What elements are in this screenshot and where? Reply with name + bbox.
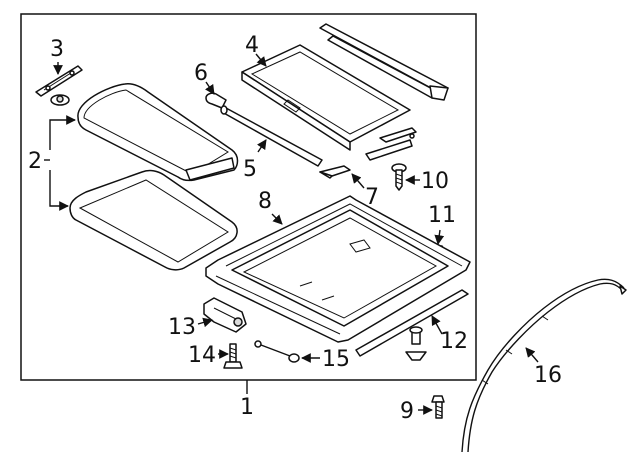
part-2-glass-lower — [69, 169, 238, 271]
callout-12: 12 — [440, 329, 468, 354]
callout-3: 3 — [50, 37, 64, 62]
callout-11: 11 — [428, 203, 456, 228]
callout-4: 4 — [245, 33, 259, 58]
part-9-bolt — [431, 395, 445, 419]
part-2-glass-upper — [77, 83, 239, 182]
part-10-bolt — [391, 163, 407, 191]
callouts: 1 2 3 4 5 6 7 8 9 10 11 12 13 14 15 16 — [28, 33, 562, 424]
callout-9: 9 — [400, 399, 414, 424]
callout-15: 15 — [322, 347, 350, 372]
part-12-seal-strip — [355, 289, 469, 357]
part-14-bolt — [223, 343, 243, 369]
callout-14: 14 — [188, 343, 216, 368]
callout-13: 13 — [168, 315, 196, 340]
callout-7: 7 — [365, 185, 379, 210]
part-4-sunshade — [241, 44, 411, 151]
part-15-cable — [254, 340, 300, 363]
callout-6: 6 — [194, 61, 208, 86]
callout-1: 1 — [240, 395, 254, 420]
part-3-bracket — [35, 65, 83, 97]
callout-2: 2 — [28, 149, 42, 174]
part-5-rod — [220, 105, 323, 167]
part-16-drain-hose — [461, 278, 627, 453]
part-8-frame — [205, 195, 471, 343]
assembly-border — [20, 13, 477, 381]
callout-16: 16 — [534, 363, 562, 388]
callout-10: 10 — [421, 169, 449, 194]
part-3-screw — [50, 94, 70, 106]
leader-lines — [44, 53, 539, 415]
part-13-motor — [203, 297, 247, 333]
part-4-rear-rail — [319, 23, 449, 101]
part-4-clips — [365, 127, 417, 161]
callout-5: 5 — [243, 157, 257, 182]
callout-8: 8 — [258, 189, 272, 214]
part-7-bracket — [319, 165, 351, 179]
part-12-clip — [405, 326, 427, 361]
